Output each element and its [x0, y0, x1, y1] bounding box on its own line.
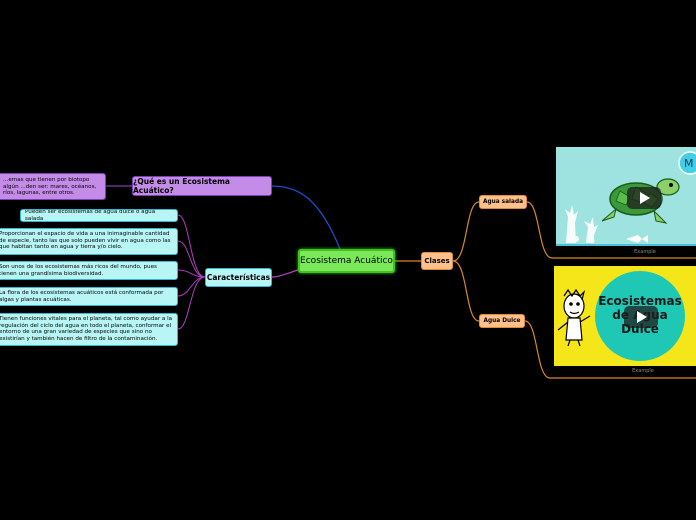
- central-topic-label: Ecosistema Acuático: [300, 256, 393, 266]
- clase-agua-salada-label: Agua salada: [482, 199, 523, 205]
- central-topic[interactable]: Ecosistema Acuático: [298, 249, 395, 273]
- caption-agua-salada: Example: [634, 249, 656, 255]
- sea-turtle-illustration: M: [556, 147, 696, 246]
- que-es-detail[interactable]: ...emas que tienen por biotopo algún ...…: [0, 173, 106, 200]
- topic-clases-label: Clases: [424, 257, 450, 265]
- link-agua-dulce: [452, 260, 480, 322]
- topic-caracteristicas[interactable]: Características: [205, 268, 272, 287]
- link-que-es: [271, 185, 341, 250]
- link-dulce-video: [524, 320, 696, 379]
- clase-agua-salada[interactable]: Agua salada: [479, 195, 527, 209]
- link-salada-video: [526, 201, 696, 259]
- topic-que-es-label: ¿Qué es un Ecosistema Acuático?: [133, 177, 230, 195]
- caracteristica-item-text: Pueden ser ecosistemas de agua dulce o a…: [25, 209, 156, 222]
- link-car-4: [177, 276, 206, 297]
- link-caracteristicas: [271, 269, 299, 278]
- play-button-agua-salada[interactable]: [627, 187, 661, 209]
- link-car-2: [177, 240, 206, 278]
- caracteristica-item-text: Tienen funciones vitales para el planeta…: [0, 316, 173, 342]
- video-agua-salada[interactable]: M: [556, 147, 696, 246]
- video-agua-dulce[interactable]: Ecosistemas de Agua Dulce: [554, 266, 696, 366]
- topic-clases[interactable]: Clases: [421, 252, 453, 270]
- caracteristica-item[interactable]: Son unos de los ecosistemas más ricos de…: [0, 261, 178, 280]
- link-agua-salada: [452, 201, 480, 262]
- caracteristica-item[interactable]: Tienen funciones vitales para el planeta…: [0, 313, 178, 346]
- link-car-1: [177, 214, 206, 278]
- caracteristica-item[interactable]: Proporcionan el espacio de vida a una in…: [0, 228, 178, 255]
- link-car-5: [177, 276, 206, 330]
- caracteristica-item-text: Proporcionan el espacio de vida a una in…: [0, 231, 171, 250]
- que-es-detail-text: ...emas que tienen por biotopo algún ...…: [3, 177, 97, 196]
- caracteristica-item-text: Son unos de los ecosistemas más ricos de…: [0, 264, 157, 277]
- caracteristica-item-text: La flora de los ecosistemas acuáticos es…: [0, 290, 164, 303]
- caption-agua-dulce: Example: [632, 368, 654, 374]
- link-car-3: [177, 269, 206, 278]
- video-agua-salada-title: M: [684, 157, 694, 170]
- play-button-agua-dulce[interactable]: [624, 306, 658, 328]
- caracteristica-item[interactable]: La flora de los ecosistemas acuáticos es…: [0, 287, 178, 306]
- clase-agua-dulce-label: Agua Dulce: [483, 318, 521, 324]
- topic-que-es[interactable]: ¿Qué es un Ecosistema Acuático?: [132, 176, 272, 196]
- topic-caracteristicas-label: Características: [206, 273, 271, 282]
- clase-agua-dulce[interactable]: Agua Dulce: [479, 314, 525, 328]
- caracteristica-item[interactable]: Pueden ser ecosistemas de agua dulce o a…: [20, 209, 178, 222]
